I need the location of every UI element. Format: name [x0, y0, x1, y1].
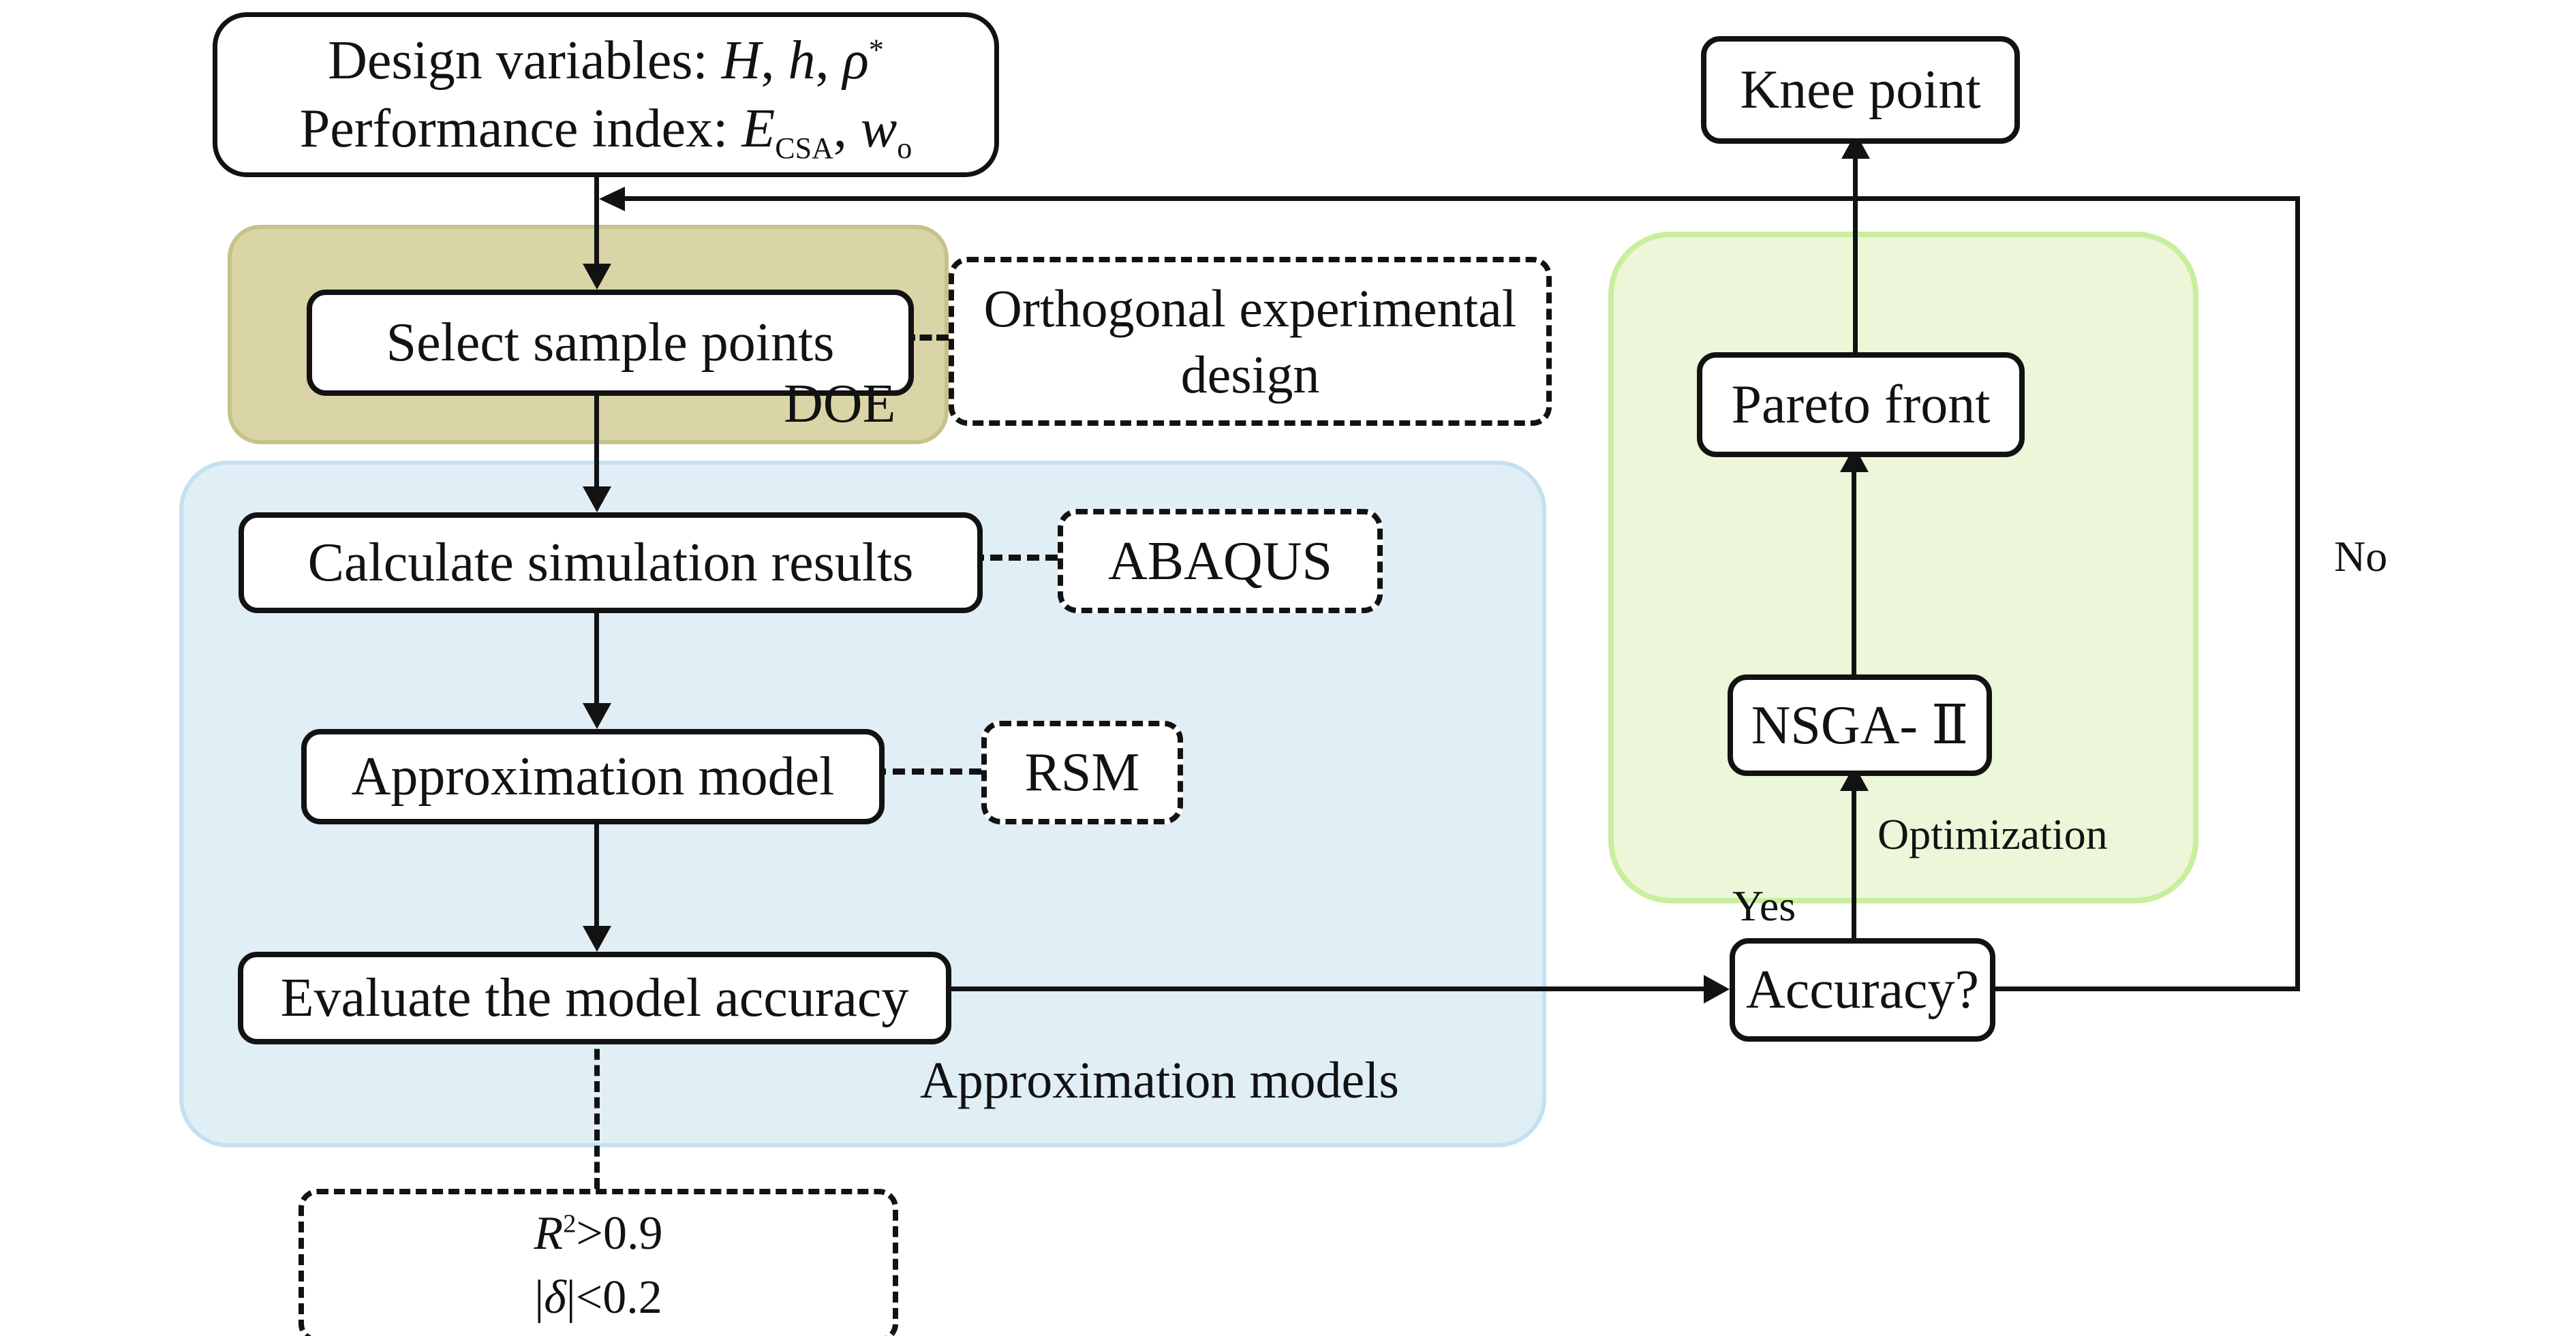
accuracy-criteria-box: R2>0.9 |δ|<0.2 — [298, 1189, 898, 1336]
no-path-head — [599, 187, 625, 211]
arrow-topbox-to-select-line — [594, 168, 599, 266]
arrow-calc-to-approx-head — [583, 703, 611, 729]
design-variables-line: Design variables: H, h, ρ* — [328, 31, 884, 91]
orthogonal-design-box: Orthogonal experimental design — [949, 257, 1552, 426]
knee-point-box: Knee point — [1701, 36, 2020, 144]
arrow-eval-to-accuracy-line — [940, 987, 1704, 991]
optimization-region — [1608, 232, 2198, 903]
arrow-approx-to-eval-line — [594, 813, 599, 926]
arrow-select-to-calc-line — [594, 385, 599, 486]
dashed-line-eval-to-criteria — [594, 1033, 600, 1189]
doe-region-label: DOE — [784, 374, 896, 434]
design-variables-box: Design variables: H, h, ρ* Performance i… — [213, 12, 999, 177]
dashed-connector-approx-rsm — [874, 768, 981, 775]
arrow-pareto-to-knee-line — [1853, 159, 1858, 352]
no-path-vertical-line — [2295, 196, 2300, 991]
abaqus-box: ABAQUS — [1058, 509, 1383, 613]
no-branch-label: No — [2334, 532, 2388, 580]
nsga2-box: NSGA- Ⅱ — [1728, 674, 1992, 776]
pareto-front-box: Pareto front — [1697, 352, 2025, 457]
rsm-box: RSM — [981, 721, 1183, 824]
arrow-topbox-to-select-head — [583, 264, 611, 290]
performance-index-line: Performance index: ECSA, wo — [299, 99, 913, 165]
accuracy-decision-box: Accuracy? — [1730, 938, 1995, 1042]
delta-criterion: |δ|<0.2 — [534, 1271, 662, 1324]
approximation-model-box: Approximation model — [301, 729, 885, 824]
approximation-models-label: Approximation models — [920, 1052, 1399, 1109]
dashed-connector-select-ortho — [903, 335, 949, 341]
select-sample-points-box: Select sample points — [307, 290, 914, 396]
arrow-calc-to-approx-line — [594, 602, 599, 703]
arrow-eval-to-accuracy-head — [1704, 975, 1730, 1004]
arrow-approx-to-eval-head — [583, 926, 611, 952]
optimization-arrow-label: Optimization — [1877, 810, 2108, 858]
yes-branch-label: Yes — [1732, 882, 1796, 930]
no-path-bottom-line — [1984, 987, 2300, 991]
evaluate-model-accuracy-box: Evaluate the model accuracy — [238, 952, 951, 1044]
r-squared-criterion: R2>0.9 — [534, 1207, 663, 1260]
no-path-top-line — [625, 196, 2300, 201]
arrow-nsga-to-pareto-line — [1852, 472, 1856, 674]
calculate-simulation-results-box: Calculate simulation results — [239, 512, 983, 613]
arrow-select-to-calc-head — [583, 486, 611, 512]
dashed-connector-calc-abaqus — [972, 555, 1058, 561]
arrow-accuracy-to-nsga-line — [1852, 791, 1856, 938]
